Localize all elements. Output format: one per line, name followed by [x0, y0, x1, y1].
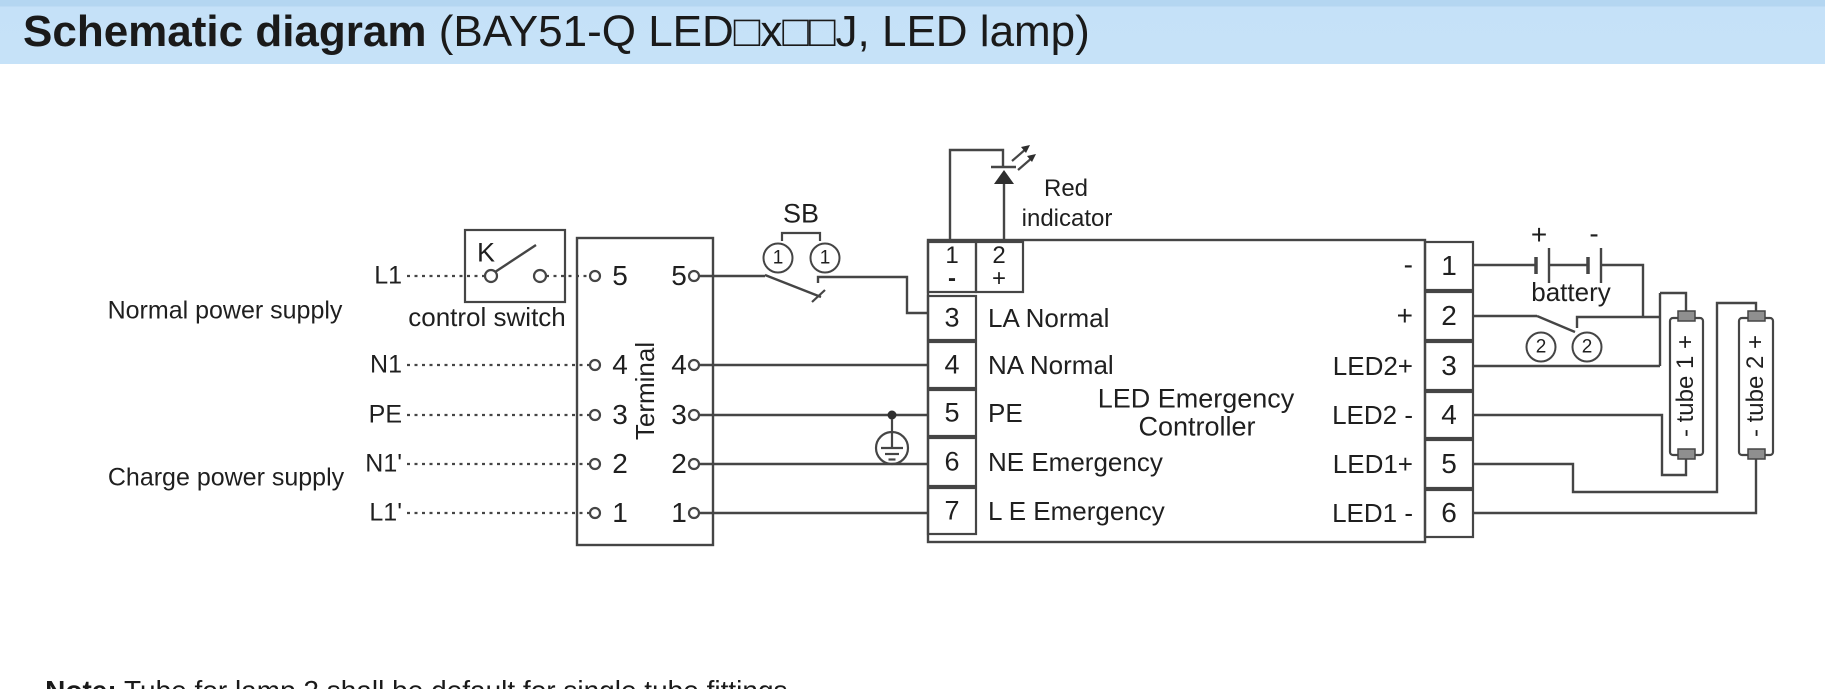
tube1-label: - tube 1 + — [1672, 334, 1699, 438]
supply-dotted-wires — [407, 274, 589, 515]
ctrl-pin6-num: 6 — [944, 446, 960, 477]
ctrl-pin4-num: 4 — [944, 349, 960, 380]
battery-connector-badge-1: 2 — [1525, 331, 1557, 363]
battery-minus-label: - — [1589, 218, 1599, 249]
input-label-n1: N1 — [370, 350, 402, 379]
battery-connector-badge-2: 2 — [1571, 331, 1603, 363]
page-title: Schematic diagram (BAY51-Q LED□x□□J, LED… — [23, 0, 1090, 64]
sb-switch-symbol — [700, 231, 928, 315]
input-label-l1p: L1' — [369, 498, 402, 527]
battery-label: battery — [1531, 277, 1611, 307]
tube2-symbol — [1737, 310, 1775, 460]
terminal-right-num-2: 2 — [671, 448, 687, 479]
note-body: Tube for lamp 2 shall be default for sin… — [117, 675, 795, 689]
ctrl-pin5-label: PE — [988, 398, 1023, 428]
ctrl-pin4-label: NA Normal — [988, 350, 1114, 380]
ctrl-right-label-minus: - — [1403, 249, 1413, 280]
controller-name-line2: Controller — [1138, 411, 1256, 442]
terminal-left-num-1: 1 — [612, 497, 628, 528]
terminal-left-num-4: 4 — [612, 349, 628, 380]
ctrl-pin7-label: L E Emergency — [988, 496, 1165, 526]
control-switch-k-label: K — [476, 237, 496, 268]
terminal-right-num-4: 4 — [671, 349, 687, 380]
ctrl-right-num-5: 5 — [1441, 448, 1457, 479]
indicator-label-line2: indicator — [1021, 205, 1113, 232]
terminal-right-num-5: 5 — [671, 260, 687, 291]
ctrl-right-label-led1m: LED1 - — [1332, 498, 1413, 528]
ctrl-right-label-led2m: LED2 - — [1332, 400, 1413, 430]
header-bar — [0, 0, 1825, 64]
control-switch-caption: control switch — [408, 302, 566, 332]
input-label-l1: L1 — [374, 261, 402, 290]
ctrl-right-num-3: 3 — [1441, 350, 1457, 381]
red-indicator-led-icon — [948, 145, 1036, 242]
input-label-pe: PE — [368, 400, 402, 429]
page-title-rest: (BAY51-Q LED□x□□J, LED lamp) — [426, 7, 1090, 56]
tube1-symbol — [1668, 310, 1705, 460]
terminal-left-num-3: 3 — [612, 399, 628, 430]
battery-icon — [1473, 248, 1645, 317]
ctrl-pin2-num: 2 — [992, 242, 1006, 269]
page-title-bold: Schematic diagram — [23, 7, 427, 56]
normal-supply-label: Normal power supply — [107, 296, 343, 325]
ctrl-pin2-sign: + — [991, 265, 1007, 292]
controller-name-line1: LED Emergency — [1097, 383, 1295, 414]
indicator-label-line1: Red — [1043, 175, 1089, 202]
ctrl-pin1-sign: - — [948, 265, 956, 292]
terminal-block — [575, 236, 715, 547]
ctrl-right-num-6: 6 — [1441, 497, 1457, 528]
ctrl-pin5-num: 5 — [944, 397, 960, 428]
note-text: Note: Tube for lamp 2 shall be default f… — [14, 643, 795, 689]
ctrl-pin3-num: 3 — [944, 302, 960, 333]
tube2-label: - tube 2 + — [1742, 334, 1769, 438]
sb-connector-badge-1: 1 — [762, 242, 794, 274]
terminal-right-num-1: 1 — [671, 497, 687, 528]
ground-icon — [874, 410, 910, 466]
terminal-right-num-3: 3 — [671, 399, 687, 430]
note-label: Note: — [45, 675, 117, 689]
ctrl-pin6-label: NE Emergency — [988, 447, 1163, 477]
ctrl-right-label-plus: + — [1396, 300, 1413, 331]
ctrl-pin7-num: 7 — [944, 495, 960, 526]
input-label-n1p: N1' — [365, 449, 402, 478]
terminal-controller-wires — [699, 363, 928, 515]
terminal-left-num-2: 2 — [612, 448, 628, 479]
terminal-left-num-5: 5 — [612, 260, 628, 291]
ctrl-right-label-led1p: LED1+ — [1332, 449, 1413, 479]
control-switch-symbol — [463, 228, 567, 304]
charge-supply-label: Charge power supply — [107, 463, 345, 492]
ctrl-pin1-num: 1 — [945, 242, 959, 269]
output-wires — [1473, 291, 1758, 515]
ctrl-right-label-led2p: LED2+ — [1332, 351, 1413, 381]
sb-label: SB — [782, 198, 820, 229]
ctrl-right-num-4: 4 — [1441, 399, 1457, 430]
ctrl-pin3-label: LA Normal — [988, 303, 1110, 333]
battery-plus-label: + — [1530, 219, 1548, 250]
ctrl-right-num-1: 1 — [1441, 250, 1457, 281]
sb-connector-badge-2: 1 — [809, 242, 841, 274]
terminal-label: Terminal — [630, 341, 660, 441]
ctrl-right-num-2: 2 — [1441, 300, 1457, 331]
